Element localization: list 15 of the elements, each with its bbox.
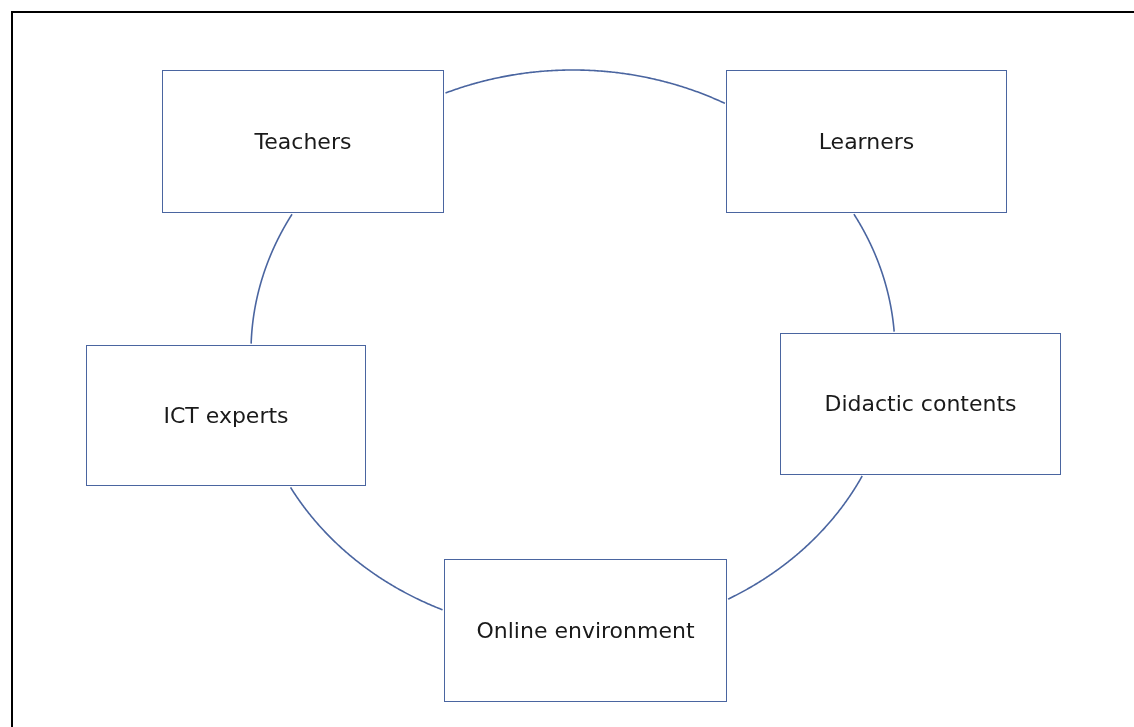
connector-arc bbox=[250, 213, 293, 345]
node-label: Learners bbox=[817, 127, 916, 156]
node-box bbox=[86, 345, 366, 486]
node-box bbox=[726, 70, 1007, 213]
node-box bbox=[444, 559, 727, 702]
node-label: Online environment bbox=[475, 616, 696, 645]
connector-arc bbox=[444, 69, 726, 105]
connector-arc bbox=[289, 486, 444, 611]
node-label: Didactic contents bbox=[823, 390, 1018, 419]
connector-arc bbox=[727, 475, 863, 600]
node-label: ICT experts bbox=[162, 401, 290, 430]
node-box bbox=[780, 333, 1061, 475]
node-label: Teachers bbox=[253, 127, 353, 156]
connector-arc bbox=[853, 213, 895, 333]
node-box bbox=[162, 70, 444, 213]
